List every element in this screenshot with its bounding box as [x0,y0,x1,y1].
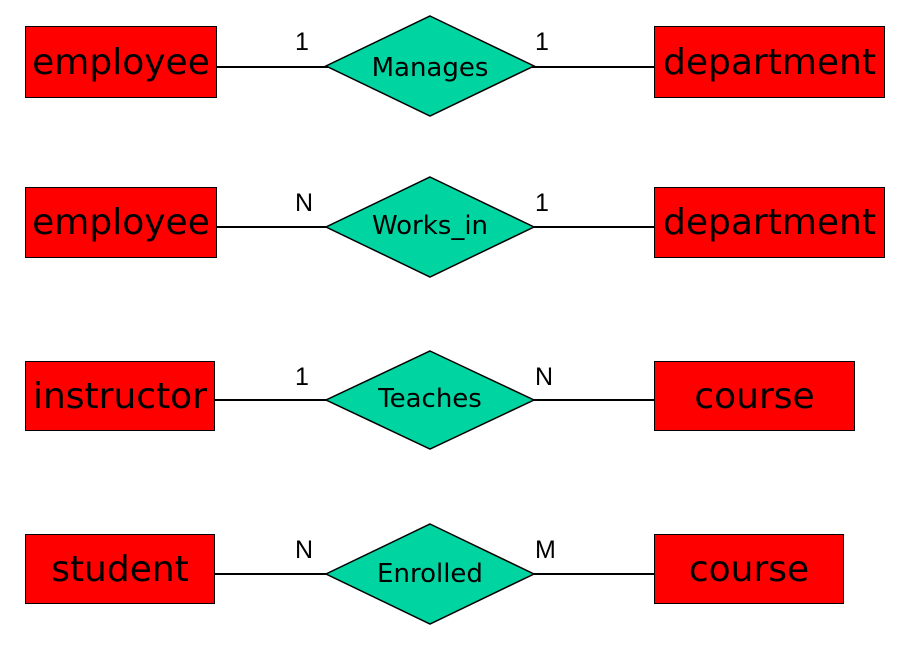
relationship-row: student Enrolled course N M [0,521,900,631]
cardinality-right: 1 [535,28,549,56]
relationship-label: Manages [371,53,489,83]
relationship-diamond [324,350,536,450]
cardinality-right: N [535,363,554,391]
relationship-diamond [324,15,536,117]
entity-right: department [654,187,885,258]
entity-right: department [654,26,885,98]
connector-line [214,399,328,401]
cardinality-left: N [295,536,314,564]
relationship-diamond [324,523,536,625]
relationship-label: Teaches [378,384,482,414]
connector-line [532,66,656,68]
entity-left: instructor [25,361,215,431]
cardinality-left: 1 [295,363,309,391]
entity-right: course [654,534,844,604]
relationship-label: Works_in [371,211,489,241]
connector-line [532,226,656,228]
cardinality-left: 1 [295,28,309,56]
connector-line [532,573,656,575]
relationship-row: employee Works_in department N 1 [0,173,900,283]
relationship-row: instructor Teaches course 1 N [0,346,900,456]
connector-line [216,226,328,228]
connector-line [216,66,328,68]
entity-left: employee [25,187,217,258]
entity-left: student [25,534,215,604]
entity-right: course [654,361,855,431]
relationship-label: Enrolled [377,559,483,589]
relationship-diamond [324,176,536,278]
cardinality-right: M [535,536,556,564]
cardinality-right: 1 [535,189,549,217]
connector-line [214,573,328,575]
entity-left: employee [25,26,217,98]
connector-line [532,399,656,401]
relationship-row: employee Manages department 1 1 [0,12,900,122]
cardinality-left: N [295,189,314,217]
